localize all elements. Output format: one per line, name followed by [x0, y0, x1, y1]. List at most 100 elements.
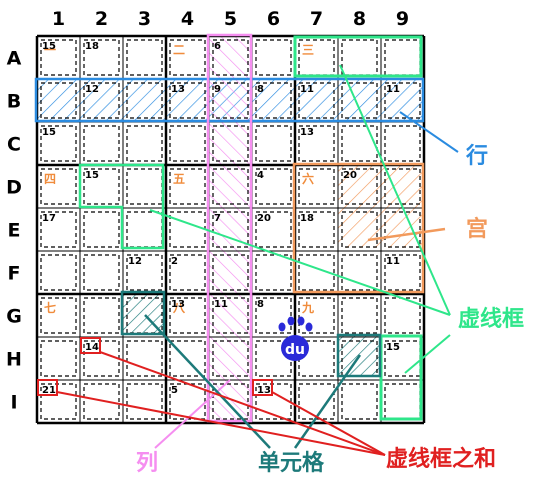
paw-toe-4 [305, 322, 313, 332]
sum-pointer-2 [56, 391, 386, 456]
cage-dash-cell [212, 383, 249, 420]
cage-dash-cell [255, 82, 292, 119]
box-numeral: 三 [302, 43, 314, 57]
cell-label: 单元格 [258, 450, 325, 476]
cage-pointer-3 [404, 334, 451, 374]
cage-dash-cell [40, 39, 77, 76]
box-numeral: 二 [173, 43, 185, 57]
cage-dash-cell [298, 168, 335, 205]
row-b-outline [34, 77, 425, 123]
cage-sum: 13 [171, 84, 185, 95]
cage-sum: 8 [257, 299, 264, 310]
row-header: A [7, 48, 22, 70]
cage-dash-cell [341, 254, 378, 291]
cage-dash-cell [384, 82, 421, 119]
cage-sum: 12 [128, 256, 142, 267]
paw-toe-2 [287, 316, 295, 326]
cage-sum: 13 [300, 127, 314, 138]
box-numeral: 七 [44, 301, 56, 315]
sum-box-i1 [37, 379, 58, 396]
row-pointer [399, 111, 459, 153]
column-header: 8 [353, 8, 366, 30]
cage-sum: 20 [343, 170, 357, 181]
baidu-paw-logo: du [278, 316, 313, 361]
sum-box-i6 [252, 379, 273, 396]
row-header: B [7, 91, 21, 113]
cage-sum: 15 [386, 342, 400, 353]
sum-pointer-3 [271, 391, 386, 456]
box-six-outline [292, 162, 425, 294]
annotation-labels: 行 宫 虚线框 列 单元格 虚线框之和 [136, 143, 524, 476]
box-numeral: 五 [173, 172, 185, 186]
row-header: F [8, 263, 21, 285]
column-5-hatch [208, 36, 250, 420]
cage-dash-cell [40, 254, 77, 291]
cage-dash-cell [341, 211, 378, 248]
column-header: 3 [138, 8, 151, 30]
cage-sum: 15 [42, 41, 56, 52]
cage-dash-cell [83, 82, 120, 119]
column-header: 7 [310, 8, 323, 30]
column-label: 列 [136, 451, 158, 476]
row-label: 行 [465, 143, 488, 169]
row-header: E [8, 220, 21, 242]
cage-dash-cell [384, 383, 421, 420]
box-numeral: 一 [44, 43, 56, 57]
cage-dash-cell [126, 82, 163, 119]
cage-dash-cell [384, 39, 421, 76]
cage-sum: 11 [386, 256, 400, 267]
cage-dash-cell [83, 168, 120, 205]
cage-d2-outline [78, 163, 165, 250]
row-header: H [6, 349, 22, 371]
cage-dash-cell [212, 211, 249, 248]
box-numeral: 六 [302, 171, 314, 186]
cage-dash-cell [83, 254, 120, 291]
box-numeral: 四 [44, 172, 56, 186]
cage-sum: 5 [171, 385, 178, 396]
cage-dash-cell [212, 297, 249, 334]
cage-dash-cell [212, 82, 249, 119]
paw-toe-1 [278, 322, 286, 332]
cage-dash-cell [255, 297, 292, 334]
cage-sum: 15 [85, 170, 99, 181]
cage-sum: 15 [42, 127, 56, 138]
cage-dash-cell [83, 297, 120, 334]
column-header: 6 [267, 8, 280, 30]
cage-dash-cell [40, 168, 77, 205]
cage-outlines [40, 39, 421, 420]
row-header: D [6, 177, 22, 199]
cage-dash-cell [40, 297, 77, 334]
highlights [38, 36, 422, 420]
cage-dash-cell [384, 125, 421, 162]
cage-dash-cell [255, 125, 292, 162]
cage-dash-cell [83, 211, 120, 248]
cage-sum: 6 [214, 41, 221, 52]
cage-sum: 11 [214, 299, 228, 310]
cage-dash-cell [255, 39, 292, 76]
cage-dash-cell [126, 383, 163, 420]
cage-sum: 20 [257, 213, 271, 224]
cage-sum: 11 [300, 84, 314, 95]
row-header: I [10, 392, 17, 414]
cage-h9-outline [379, 334, 423, 421]
cage-dash-cell [255, 254, 292, 291]
cell-pointer-2 [293, 354, 362, 449]
cage-dash-cell [126, 125, 163, 162]
sum-pointer-1 [99, 351, 386, 456]
box-numerals: 一二三四五六七八九 [44, 43, 314, 315]
cage-dash-cell [341, 125, 378, 162]
cage-pointer-1 [339, 64, 451, 316]
cage-sum: 11 [386, 84, 400, 95]
cage-dash-cell [40, 211, 77, 248]
cage-sum: 18 [300, 213, 314, 224]
cell-h8-outline [336, 333, 382, 378]
cage-dash-cell [169, 82, 206, 119]
cage-dash-cell [384, 254, 421, 291]
cage-dash-cell [169, 39, 206, 76]
box-numeral: 八 [172, 301, 186, 315]
sum-box-h2 [80, 337, 101, 354]
cage-dash-cell [212, 254, 249, 291]
cage-sum: 21 [42, 385, 56, 396]
